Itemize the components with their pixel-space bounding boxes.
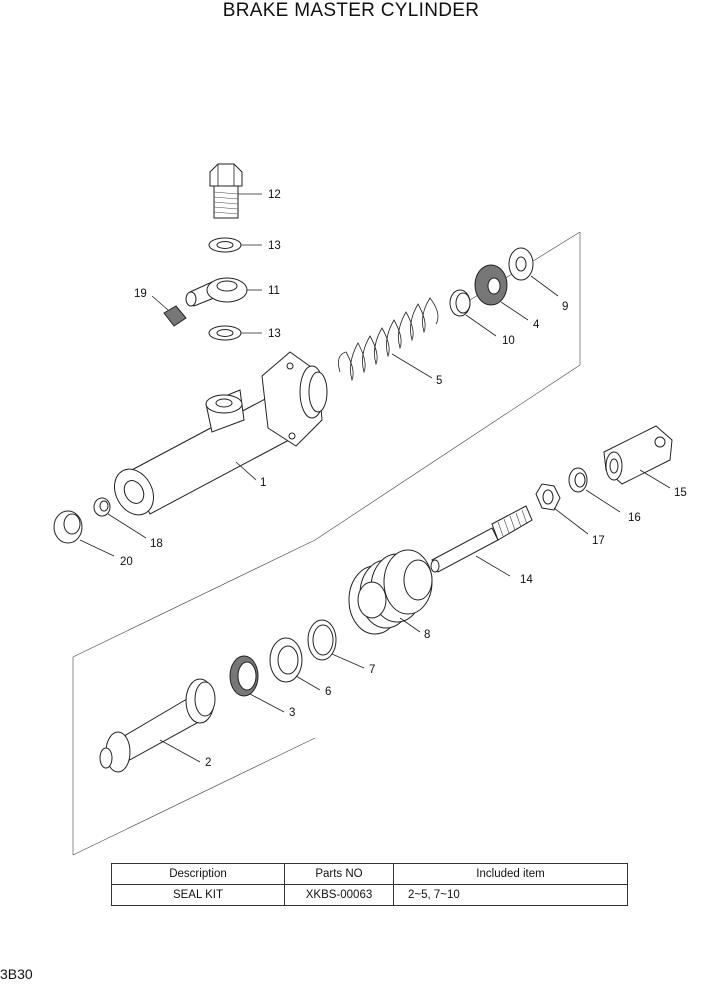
callout-20: 20	[120, 556, 133, 568]
header-parts-no: Parts NO	[284, 863, 394, 885]
callout-18: 18	[150, 538, 163, 550]
assembly-outline	[72, 231, 581, 856]
callout-16: 16	[628, 512, 641, 524]
part-cup	[449, 289, 497, 337]
part-seal-ring	[474, 264, 529, 321]
part-snap-ring	[307, 619, 365, 669]
part-dust-cap	[53, 510, 115, 557]
callout-17: 17	[592, 535, 605, 547]
callout-10: 10	[502, 335, 515, 347]
cell-description: SEAL KIT	[111, 884, 285, 906]
part-spring	[338, 297, 439, 382]
part-piston	[99, 678, 216, 773]
callout-8: 8	[424, 629, 430, 641]
exploded-parts-diagram: 1 2 3 4 5 6 7 8 9 10 11 12 13 13 14 15 1…	[53, 163, 687, 856]
part-nut-16	[568, 467, 621, 513]
part-washer-6	[269, 637, 321, 691]
callout-7: 7	[369, 664, 375, 676]
header-description: Description	[111, 863, 285, 885]
part-cup-seal	[229, 655, 285, 713]
callout-5: 5	[436, 375, 442, 387]
part-push-rod	[430, 505, 533, 577]
part-boot	[348, 549, 433, 635]
callout-2: 2	[205, 757, 211, 769]
part-nut-17	[535, 483, 589, 535]
part-washer-lower	[208, 325, 262, 341]
header-included-item: Included item	[393, 863, 628, 885]
callout-1: 1	[260, 477, 266, 489]
page-code: 3B30	[0, 966, 33, 982]
callout-11: 11	[268, 285, 280, 297]
part-washer-9	[508, 247, 559, 297]
part-bolt	[209, 163, 262, 219]
callout-12: 12	[268, 189, 281, 201]
callout-13-lower: 13	[268, 328, 281, 340]
callout-6: 6	[325, 686, 331, 698]
part-washer-upper	[208, 237, 262, 253]
page-title: BRAKE MASTER CYLINDER	[222, 0, 480, 21]
callout-19: 19	[134, 288, 147, 300]
callout-4: 4	[533, 319, 540, 331]
callout-3: 3	[289, 707, 295, 719]
part-cylinder-body	[114, 351, 328, 516]
callout-15: 15	[674, 487, 687, 499]
part-valve	[93, 497, 147, 539]
callout-labels: 1 2 3 4 5 6 7 8 9 10 11 12 13 13 14 15 1…	[120, 189, 687, 769]
callout-9: 9	[562, 301, 568, 313]
part-bleeder-screw	[151, 295, 187, 327]
part-banjo-fitting	[185, 277, 262, 307]
table-row: SEAL KIT XKBS-00063 2~5, 7~10	[111, 884, 628, 906]
part-clevis	[603, 425, 673, 489]
seal-kit-table: Description Parts NO Included item SEAL …	[111, 863, 628, 906]
cell-parts-no: XKBS-00063	[284, 884, 394, 906]
callout-13-upper: 13	[268, 240, 281, 252]
cell-included-item: 2~5, 7~10	[393, 884, 628, 906]
callout-14: 14	[520, 574, 533, 586]
table-header-row: Description Parts NO Included item	[111, 863, 628, 885]
